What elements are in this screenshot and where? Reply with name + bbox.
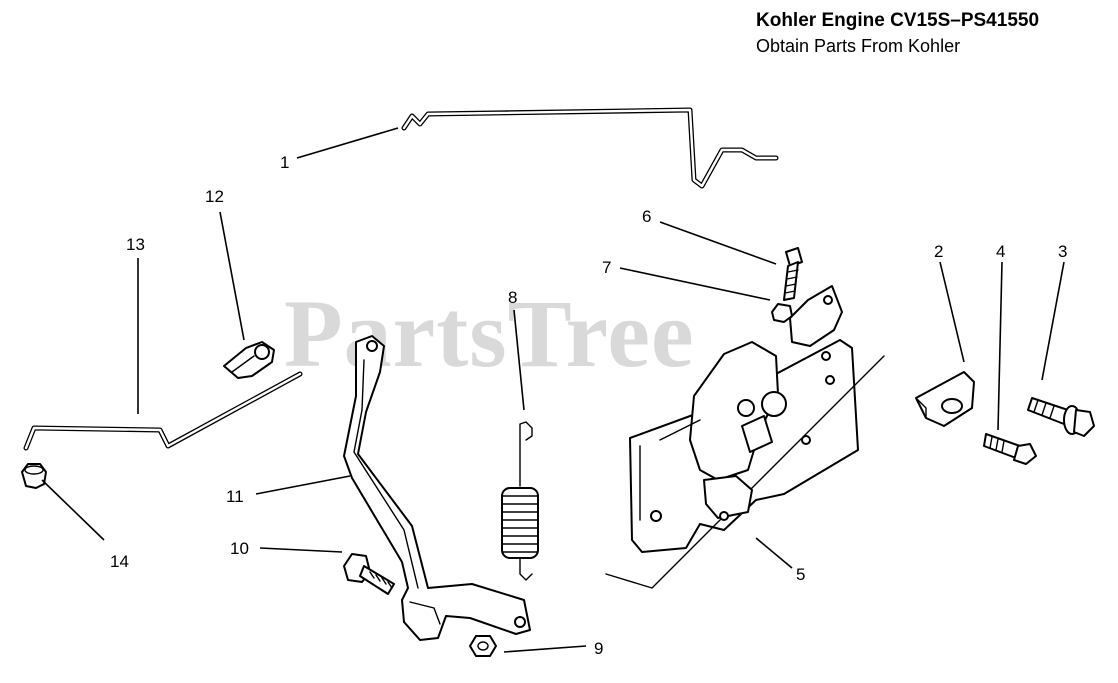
- part-1-throttle-rod[interactable]: [401, 107, 779, 189]
- callout-12: 12: [205, 187, 224, 206]
- part-3-flange-bolt[interactable]: [1027, 397, 1095, 437]
- leader-9: [503, 645, 587, 653]
- leader-5: [755, 537, 793, 569]
- leader-10: [259, 547, 343, 553]
- callout-5: 5: [796, 565, 805, 584]
- leader-8: [513, 309, 525, 411]
- part-10-bolt[interactable]: [343, 553, 395, 595]
- leader-1: [296, 127, 399, 159]
- callout-11: 11: [226, 487, 244, 506]
- watermark: PartsTree: [284, 280, 695, 387]
- callout-2: 2: [934, 242, 943, 261]
- callout-10: 10: [230, 539, 249, 558]
- leader-11: [255, 475, 351, 495]
- callout-6: 6: [642, 207, 651, 226]
- part-4-short-bolt[interactable]: [983, 433, 1037, 465]
- callout-14: 14: [110, 552, 129, 571]
- callout-9: 9: [594, 639, 603, 658]
- leader-4: [997, 261, 1003, 431]
- leader-3: [1041, 261, 1065, 381]
- leader-14: [41, 479, 105, 541]
- part-13-choke-rod[interactable]: [23, 371, 303, 451]
- part-7-lock-nut[interactable]: [771, 303, 793, 323]
- part-5-control-bracket[interactable]: [605, 285, 885, 589]
- leader-lines: [41, 127, 1065, 653]
- diagram-subtitle: Obtain Parts From Kohler: [756, 36, 961, 56]
- part-6-screw[interactable]: [783, 247, 803, 301]
- part-9-nut[interactable]: [469, 635, 497, 657]
- leader-12: [219, 211, 245, 341]
- callout-numbers: 1 2 3 4 5 6 7 8 9 10 11 12 13 14: [110, 153, 1067, 658]
- callout-3: 3: [1058, 242, 1067, 261]
- callout-8: 8: [508, 288, 517, 307]
- leader-7: [619, 267, 771, 301]
- part-14-grommet[interactable]: [21, 463, 47, 489]
- diagram-title: Kohler Engine CV15S–PS41550: [756, 10, 1040, 31]
- callout-13: 13: [126, 235, 145, 254]
- part-11-control-lever[interactable]: [343, 335, 531, 641]
- part-2-clip[interactable]: [915, 371, 975, 427]
- part-8-spring[interactable]: [501, 421, 539, 581]
- part-12-clamp[interactable]: [223, 341, 275, 379]
- callout-1: 1: [280, 153, 289, 172]
- leader-6: [659, 221, 777, 265]
- leader-2: [939, 261, 965, 363]
- callout-7: 7: [602, 258, 611, 277]
- callout-4: 4: [996, 242, 1005, 261]
